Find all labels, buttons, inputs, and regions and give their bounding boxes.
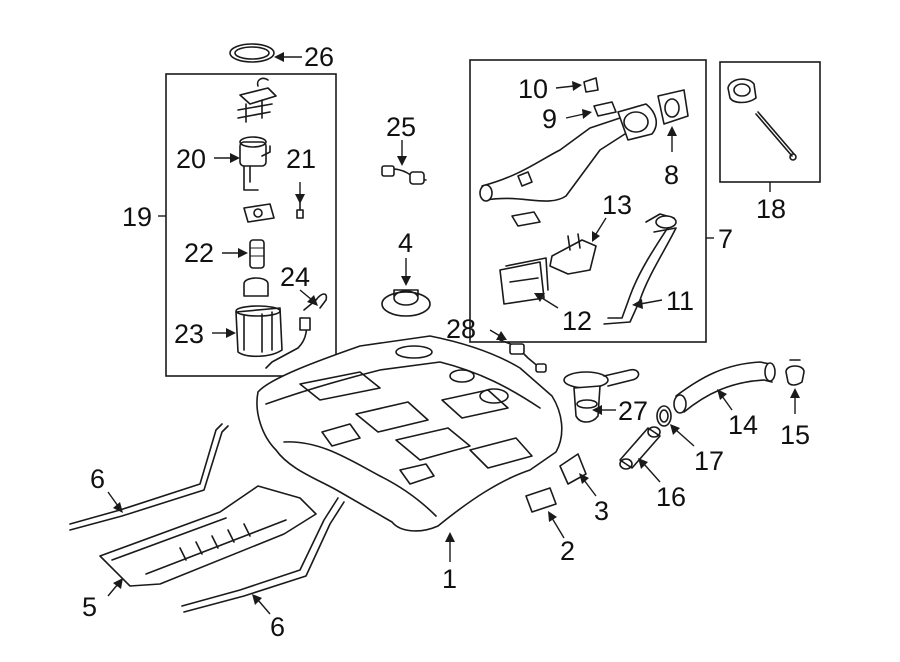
- fuel-pump-module-part: [235, 77, 328, 369]
- filler-tube-part: [619, 426, 661, 470]
- fuel-door-housing-part: [727, 78, 797, 161]
- callout-14: 14: [728, 410, 758, 440]
- tank-strap-lower-part: [181, 497, 345, 613]
- callout-8: 8: [664, 160, 679, 190]
- callout-10: 10: [518, 74, 548, 104]
- callout-28: 28: [446, 314, 476, 344]
- callout-23: 23: [174, 319, 204, 349]
- leader-lines: [107, 52, 800, 615]
- callout-16: 16: [656, 482, 686, 512]
- tank-strap-upper-part: [69, 423, 229, 531]
- callout-17: 17: [694, 446, 724, 476]
- fuel-tank-part: [256, 335, 563, 532]
- callout-1: 1: [442, 564, 457, 594]
- fuel-sender-part: [563, 368, 640, 423]
- callout-25: 25: [386, 112, 416, 142]
- callout-12: 12: [562, 306, 592, 336]
- filler-neck-group-box: [469, 59, 707, 343]
- callout-7: 7: [718, 224, 733, 254]
- callout-6-lower: 6: [270, 612, 285, 642]
- callout-22: 22: [184, 238, 214, 268]
- callout-27: 27: [618, 396, 648, 426]
- pad-part-3: [559, 453, 587, 485]
- canister-part: [499, 257, 549, 305]
- hose-clamp-part: [785, 359, 805, 386]
- clamp-ring-part: [656, 405, 672, 427]
- callout-5: 5: [82, 592, 97, 622]
- callout-11: 11: [666, 286, 694, 316]
- rollover-valve-part: [381, 289, 431, 317]
- callout-24: 24: [280, 262, 310, 292]
- callout-labels: 26 20 21 19 22 24 23 25 4 10 9 8 7 13 12…: [82, 42, 810, 642]
- filler-hose-part: [673, 361, 776, 414]
- callout-13: 13: [602, 190, 632, 220]
- fuel-pump-group-box: [165, 73, 337, 377]
- callout-2: 2: [560, 536, 575, 566]
- callout-4: 4: [398, 228, 413, 258]
- breather-hose-part: [603, 213, 677, 325]
- callout-9: 9: [542, 104, 557, 134]
- filler-neck-part: [479, 77, 658, 227]
- pad-part-2: [525, 487, 557, 513]
- callout-26: 26: [304, 42, 334, 72]
- callout-20: 20: [176, 144, 206, 174]
- callout-18: 18: [756, 194, 786, 224]
- callout-21: 21: [286, 144, 316, 174]
- sensor-harness-part: [499, 339, 547, 373]
- callout-15: 15: [780, 420, 810, 450]
- vent-valve-part: [381, 165, 427, 185]
- filler-gasket-part: [657, 89, 689, 125]
- heat-shield-part: [99, 485, 317, 587]
- callout-19: 19: [122, 202, 152, 232]
- gasket-ring-part: [229, 43, 275, 63]
- callout-6-upper: 6: [90, 464, 105, 494]
- callout-3: 3: [594, 496, 609, 526]
- filler-bracket-part: [549, 233, 597, 275]
